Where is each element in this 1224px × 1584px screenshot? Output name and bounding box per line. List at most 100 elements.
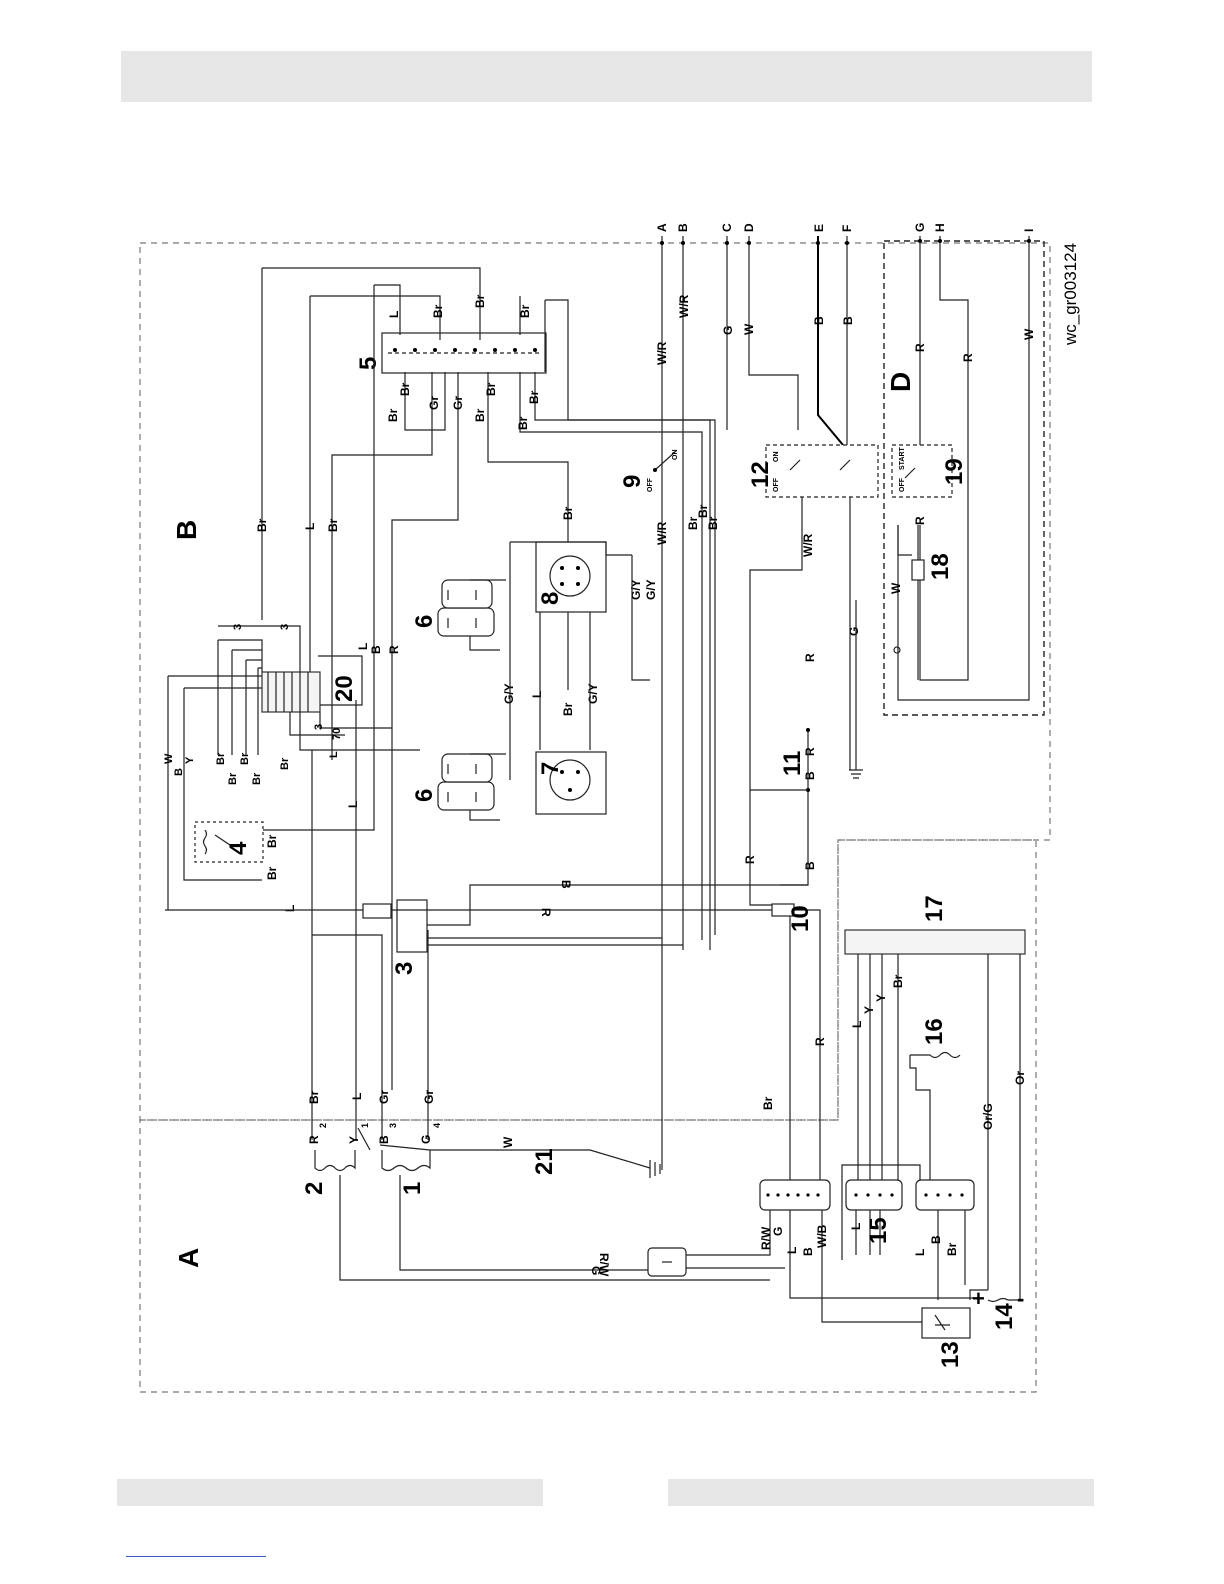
wire-label: L [303,523,317,530]
pin-label: 2 [318,1123,328,1128]
wire-label: Br [227,772,239,785]
pin-label: 4 [432,1123,442,1128]
wire-label: Br [561,506,575,520]
component-3-label: 3 [391,962,418,975]
pin-label: 3 [232,624,244,630]
component-15-connector [841,1164,921,1260]
wire-label: Br [255,518,269,532]
wire-label: L [850,1021,864,1028]
wire-label: B [801,1247,815,1256]
section-a-feed-wires [311,700,429,1140]
wire-label: L [356,643,370,650]
pin-label: 70 [331,728,343,740]
wire-label: Br [518,304,532,318]
wire-label: L [530,691,544,698]
footer-link-underline [126,1556,266,1557]
wire-label: Br [473,294,487,308]
component-15-label: 15 [865,1217,892,1244]
component-17 [844,929,1026,1300]
wire-label: Br [945,1242,959,1256]
wire-label: Y [862,1006,876,1014]
wire-label: R [813,1037,827,1046]
terminal-i: I [1022,229,1036,232]
component-20-labels: 3 3 3 70 L W B Y Br Br Br Br Br [163,624,343,785]
component-5-wire-labels: L Br Br Br Br Br Gr Gr Br Br Br Br [386,294,541,430]
component-6-lower-label: 6 [411,789,438,802]
wire-label: Br [473,408,487,422]
component-19-switch: START OFF [891,444,953,498]
wire-label: Gr [422,1090,436,1104]
component-8-receptacle [509,541,632,780]
wire-label: B [369,645,383,654]
component-10-connector [749,790,821,1200]
terminal-b: B [676,223,690,232]
terminal-g: G [913,223,927,232]
wire-label: B [803,771,817,780]
wire-label: G/Y [644,579,658,600]
wire-label: W/B [815,1224,829,1248]
wire-label: G/Y [502,683,516,704]
switch-label-on: ON [773,452,780,463]
component-7-label: 7 [537,762,564,775]
component-18 [893,525,925,680]
switch-label-on: ON [672,450,679,461]
wire-label: Br [398,382,412,396]
wire-label: R [803,653,817,662]
section-d-labels: R W [889,516,927,594]
wire-label: B [803,861,817,870]
wire-label: Gr [377,1090,391,1104]
component-12-switch: ON OFF [749,444,879,790]
component-18-label: 18 [927,553,954,580]
section-d-label: D [885,372,916,392]
component-4 [194,821,264,863]
wire-label: Gr [427,396,441,410]
component-14-label: 14 [991,1303,1018,1330]
component-14 [964,1210,1020,1303]
wire-label: W/R [655,341,669,365]
wire-label: L [346,801,360,808]
wire-label: R [913,343,927,352]
section-d-boundary [883,240,1045,716]
component-7-receptacle [535,555,650,815]
section-a-connector-labels: R/W G L B W/B L L B Br Br R [759,1037,959,1256]
component-8-label: 8 [537,592,564,605]
wire-label: Br [307,1090,321,1104]
component-10-label: 10 [787,905,814,932]
component-5-wiring [220,267,716,1090]
section-a-label: A [173,1248,204,1268]
component-21-ground [379,1144,661,1178]
section-a-coil-labels: R 2 Y 1 B 3 G 4 W R/W G [307,1123,611,1277]
wire-label: Y [874,994,888,1002]
wire-label: W/R [801,533,815,557]
wire-label: W [1022,328,1036,340]
pin-label: 1 [360,1123,370,1128]
switch-label-off: OFF [647,477,654,492]
wire-label: B [559,880,573,889]
wire-label: B [841,316,855,325]
terminal-d: D [742,223,756,232]
wire-label: L [387,311,401,318]
component-11-label: 11 [779,751,806,776]
wire-label: W [742,323,756,335]
wire-label: G [721,326,735,335]
component-17-labels: L Y Y Br Or/G Or [850,974,1027,1130]
component-9-label: 9 [619,475,646,488]
section-boundaries [139,240,1051,1393]
wire-label: Br [431,304,445,318]
pin-label: 3 [388,1123,398,1128]
wire-label: B [377,1135,391,1144]
wire-label: Br [265,834,279,848]
terminal-c: C [720,223,734,232]
wire-label: Y [184,756,196,764]
component-6-outlet-lower [437,753,506,821]
wire-label: L [283,905,297,912]
component-3-connector: R B [165,880,808,953]
wire-label: Br [279,757,291,770]
wire-label: Br [516,416,530,430]
wire-label: L [350,1093,364,1100]
component-2-label: 2 [301,1182,328,1195]
component-20-harness [167,625,420,910]
wire-label: Br [326,518,340,532]
wire-label: B [929,1235,943,1244]
section-a-top-labels: Br L Gr Gr [307,1090,436,1104]
